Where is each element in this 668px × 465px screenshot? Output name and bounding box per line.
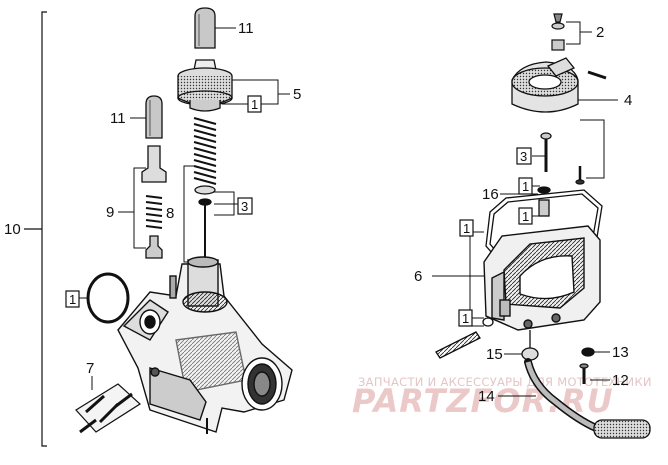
part-screw-13	[581, 347, 595, 357]
boxed-ref-1-r3-text: 1	[463, 221, 470, 236]
callout-7: 7	[86, 360, 94, 377]
callout-6: 6	[414, 268, 422, 285]
part-screws-7	[75, 383, 141, 434]
boxed-ref-1-r4-text: 1	[462, 311, 469, 326]
group-bracket-8	[183, 165, 196, 263]
callout-10: 10	[4, 221, 21, 238]
part-carburetor-body-left	[117, 256, 293, 434]
callout-11b: 11	[110, 110, 126, 127]
boxed-ref-1-oring-text: 1	[69, 292, 76, 307]
boxed-ref-1-r4: 1	[458, 309, 473, 327]
callout-5: 5	[293, 86, 301, 103]
boxed-ref-1-r2-text: 1	[522, 209, 529, 224]
callout-8: 8	[166, 205, 174, 222]
part-screw-3-right	[540, 132, 552, 172]
part-jet-assembly-9	[141, 145, 167, 259]
boxed-ref-1-top: 1	[247, 95, 262, 113]
part-cap-11-top	[194, 7, 216, 49]
part-fitting-15	[521, 330, 539, 361]
callout-14: 14	[478, 388, 495, 405]
callout-2: 2	[596, 24, 604, 41]
callout-9: 9	[106, 204, 114, 221]
callout-12: 12	[612, 372, 629, 389]
boxed-ref-1-r3: 1	[459, 219, 474, 237]
part-o-ring	[86, 272, 130, 324]
boxed-ref-3-left: 3	[237, 197, 253, 215]
part-small-2	[551, 13, 565, 51]
boxed-ref-1-top-text: 1	[251, 97, 258, 112]
callout-13: 13	[612, 344, 629, 361]
boxed-ref-1-r1-text: 1	[522, 179, 529, 194]
boxed-ref-1-r2: 1	[518, 207, 533, 225]
callout-16: 16	[482, 186, 499, 203]
part-hose-14	[524, 358, 651, 439]
watermark-tagline: ЗАПЧАСТИ И АКСЕССУАРЫ ДЛЯ МОТОТЕХНИКИ	[358, 375, 652, 389]
callout-4: 4	[624, 92, 632, 109]
part-needle-clip-3	[194, 185, 216, 260]
boxed-ref-3-right: 3	[516, 147, 532, 165]
part-screw-12	[579, 363, 589, 384]
part-top-cap-5	[177, 59, 233, 112]
part-cover-4	[511, 57, 607, 113]
part-carburetor-body-right	[483, 225, 601, 331]
part-spring	[193, 117, 217, 185]
boxed-ref-1-r1: 1	[518, 177, 533, 195]
boxed-ref-1-oring: 1	[65, 290, 80, 308]
group-bracket-10	[24, 11, 47, 447]
boxed-ref-3-right-text: 3	[520, 149, 527, 164]
callout-11a: 11	[238, 20, 254, 37]
callout-15: 15	[486, 346, 503, 363]
part-cap-11-side	[145, 95, 163, 139]
boxed-ref-3-left-text: 3	[241, 199, 248, 214]
part-washer-16	[537, 186, 551, 217]
part-adjust-screw	[435, 317, 494, 359]
part-screw-right-top	[575, 166, 585, 185]
